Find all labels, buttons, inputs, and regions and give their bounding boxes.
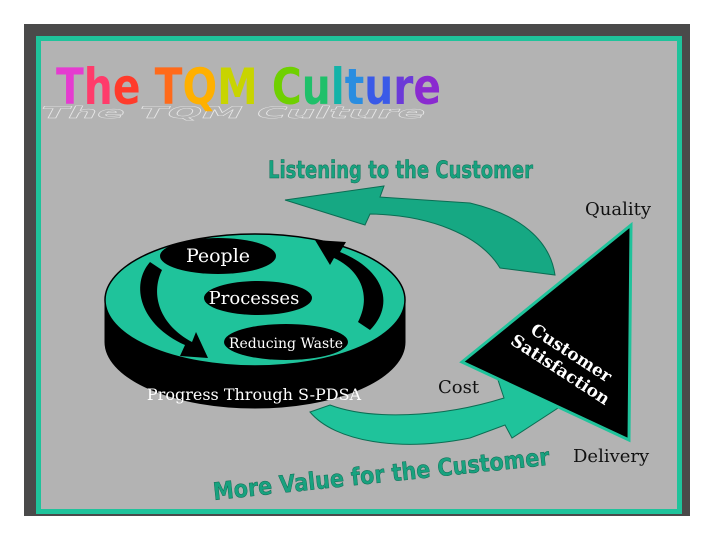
spdsa-disk: People Processes Reducing Waste Progress… [104, 233, 406, 409]
satisfaction-triangle [459, 221, 633, 443]
title-letter: l [331, 58, 345, 116]
waste-oval [224, 324, 348, 360]
title-letter: t [345, 58, 364, 116]
top-caption: Listening to the Customer [268, 156, 533, 184]
cost-label: Cost [438, 377, 480, 398]
title-letter: M [217, 58, 258, 116]
people-oval [160, 238, 276, 274]
title-letter: r [393, 58, 413, 116]
reducing-waste-label: Reducing Waste [229, 336, 343, 352]
title-letter: h [84, 58, 113, 116]
title-letter: e [113, 58, 141, 116]
slide-title: The TQM Culture The TQM Culture [36, 58, 441, 122]
title-letter: u [302, 58, 331, 116]
processes-label: Processes [209, 288, 300, 309]
bottom-caption: More Value for the Customer [212, 443, 551, 506]
title-letter: T [56, 58, 84, 116]
title-letter: C [272, 58, 302, 116]
cycle-arrow-left [140, 262, 208, 358]
title-letters: The TQM Culture [56, 58, 441, 116]
people-label: People [186, 245, 250, 267]
title-shadow-text: The TQM Culture [36, 103, 431, 122]
title-letter: T [155, 58, 183, 116]
delivery-label: Delivery [573, 446, 650, 467]
title-letter: u [364, 58, 393, 116]
processes-oval [204, 281, 312, 315]
title-shadow: The TQM Culture [36, 103, 432, 122]
quality-label: Quality [585, 199, 652, 220]
title-letter: Q [182, 58, 217, 116]
spdsa-label: Progress Through S-PDSA [147, 385, 362, 404]
title-text: The TQM Culture [56, 58, 441, 116]
title-letter: e [413, 58, 441, 116]
listening-arrow [284, 185, 556, 276]
cycle-arrow-right [315, 240, 384, 330]
